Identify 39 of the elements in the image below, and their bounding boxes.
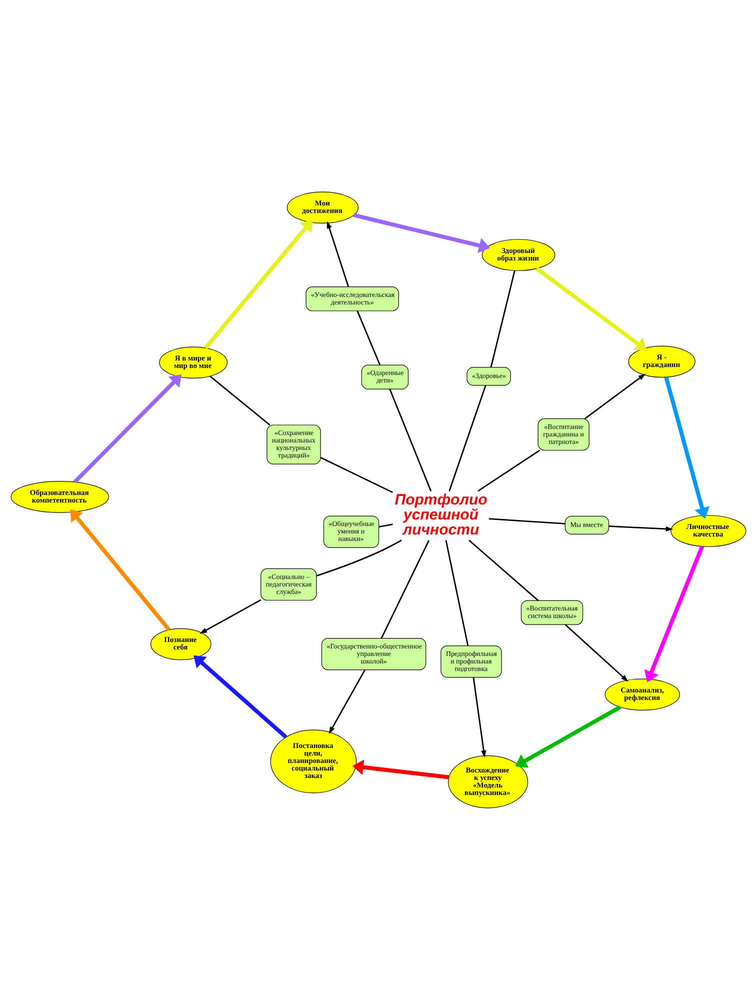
arrow bbox=[564, 624, 628, 682]
connector bbox=[316, 540, 402, 576]
arrow bbox=[644, 546, 704, 682]
node-ellipse: Постановка цели, планирование, социальный заказ bbox=[270, 730, 356, 794]
connector bbox=[490, 270, 515, 368]
connector bbox=[380, 540, 430, 638]
arrow bbox=[70, 509, 170, 632]
arrow bbox=[203, 220, 312, 350]
node-ellipse: Я - гражданин bbox=[628, 346, 695, 378]
arrow bbox=[72, 374, 182, 484]
node-ellipse: Личностные качества bbox=[670, 515, 746, 547]
arrow bbox=[584, 374, 646, 420]
arrow bbox=[608, 526, 673, 532]
connector bbox=[488, 518, 565, 524]
connector bbox=[388, 388, 432, 492]
arrow bbox=[352, 760, 449, 780]
arrow bbox=[352, 213, 490, 253]
connector bbox=[320, 456, 392, 493]
connector bbox=[477, 450, 540, 492]
arrow bbox=[472, 677, 486, 758]
connector bbox=[468, 540, 538, 602]
node-text: Портфолио успешной личности bbox=[394, 492, 487, 539]
connector bbox=[448, 385, 486, 492]
node-ellipse: Образовательная компетентность bbox=[10, 480, 109, 513]
node-ellipse: Самоанализ, рефлексия bbox=[604, 678, 680, 710]
arrow bbox=[328, 670, 365, 734]
arrow bbox=[514, 705, 621, 768]
arrow bbox=[193, 655, 287, 739]
arrow bbox=[199, 599, 261, 634]
connector bbox=[209, 376, 270, 426]
node-ellipse: Здоровый образ жизни bbox=[481, 239, 555, 271]
node-ellipse: Мои достижения bbox=[286, 192, 358, 224]
connector bbox=[444, 540, 468, 646]
arrow bbox=[326, 221, 349, 287]
node-ellipse: Я в мире и мир во мне bbox=[158, 346, 228, 378]
connector bbox=[356, 310, 380, 366]
connector bbox=[378, 524, 392, 528]
arrow bbox=[534, 266, 646, 350]
arrow bbox=[664, 376, 710, 519]
